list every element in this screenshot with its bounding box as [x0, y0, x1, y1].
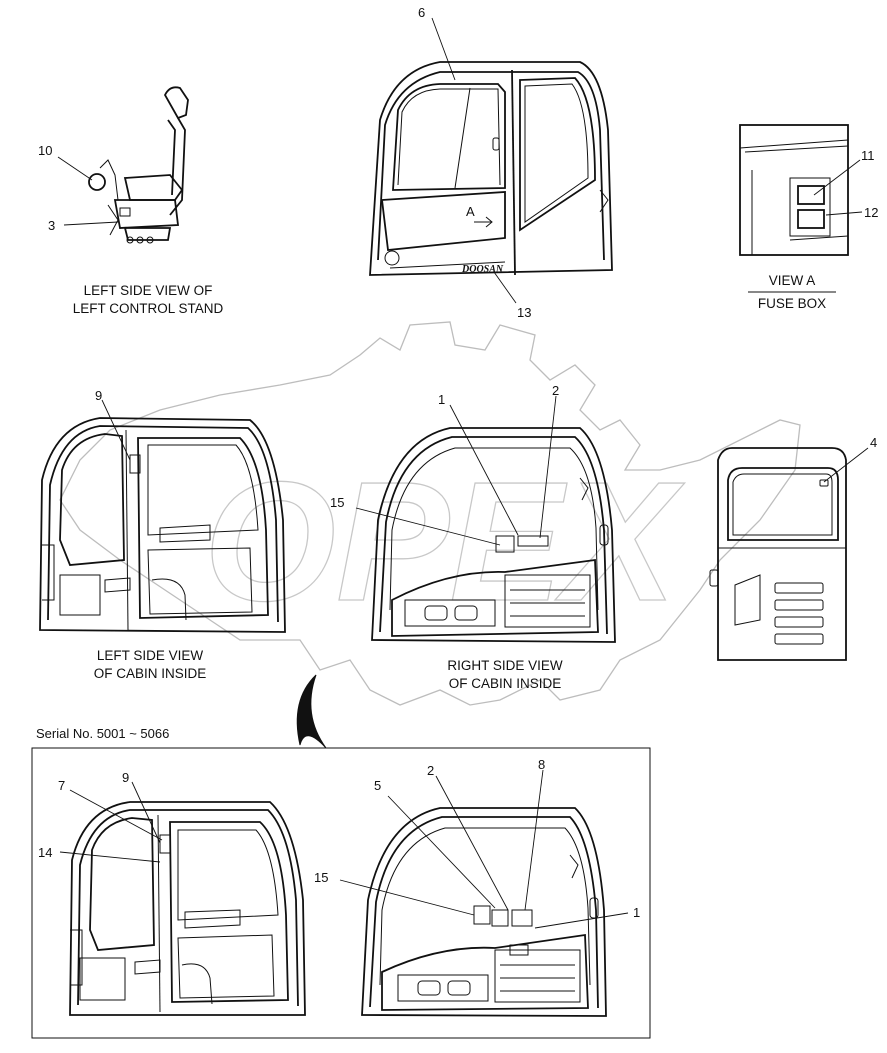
part-number-13: 13: [517, 305, 531, 320]
part-number-15-top: 15: [330, 495, 344, 510]
part-number-9-top: 9: [95, 388, 102, 403]
caption-view-a: VIEW A: [769, 273, 816, 288]
label-15-bottom: [473, 905, 491, 925]
part-number-2-top: 2: [552, 383, 559, 398]
part-number-10: 10: [38, 143, 52, 158]
serial-note: Serial No. 5001 ~ 5066: [36, 726, 169, 741]
caption-right-cabin-line1: RIGHT SIDE VIEW: [447, 658, 563, 673]
part-number-1-top: 1: [438, 392, 445, 407]
part-number-6: 6: [418, 5, 425, 20]
serial-right-cabin-illustration: [361, 807, 607, 1017]
part-number-9-bottom: 9: [122, 770, 129, 785]
part-number-8: 8: [538, 757, 545, 772]
serial-variant-frame: [31, 747, 651, 1039]
part-number-12: 12: [864, 205, 878, 220]
serial-left-cabin-illustration: [69, 801, 306, 1016]
section-arrow: [296, 674, 327, 749]
part-number-4: 4: [870, 435, 877, 450]
fuse-box-illustration: [739, 124, 849, 256]
door-brand-mark: DOOSAN: [461, 264, 504, 275]
part-number-14: 14: [38, 845, 52, 860]
caption-left-cabin-line1: LEFT SIDE VIEW: [97, 648, 204, 663]
part-number-3: 3: [48, 218, 55, 233]
control-stand-illustration: [88, 86, 189, 244]
cabin-exterior-illustration: [369, 61, 613, 276]
part-number-15-bottom: 15: [314, 870, 328, 885]
caption-fuse-box: FUSE BOX: [758, 296, 826, 311]
caption-control-stand-line2: LEFT CONTROL STAND: [73, 301, 224, 316]
view-arrow-label: A: [466, 204, 475, 219]
label-5-bottom: [491, 909, 509, 927]
left-cabin-inside-illustration: [39, 417, 286, 633]
part-number-11: 11: [861, 148, 875, 163]
caption-control-stand-line1: LEFT SIDE VIEW OF: [84, 283, 213, 298]
cabin-rear-illustration: [709, 447, 847, 661]
label-8-bottom: [511, 909, 533, 927]
part-number-5: 5: [374, 778, 381, 793]
caption-left-cabin-line2: OF CABIN INSIDE: [94, 666, 207, 681]
part-number-1-bottom: 1: [633, 905, 640, 920]
caption-right-cabin-line2: OF CABIN INSIDE: [449, 676, 562, 691]
part-number-2-bottom: 2: [427, 763, 434, 778]
part-number-7: 7: [58, 778, 65, 793]
